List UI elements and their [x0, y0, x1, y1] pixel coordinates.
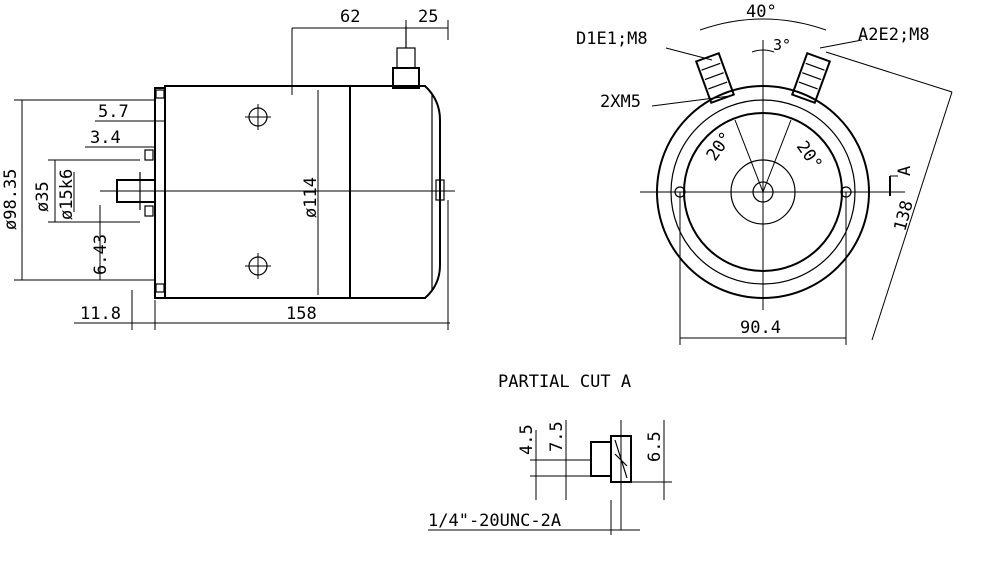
- terminal-right-label: A2E2;M8: [858, 25, 930, 45]
- leader-screws: [651, 95, 731, 107]
- dim-62-label: 62: [340, 7, 360, 27]
- bearing-mark: [144, 149, 154, 161]
- dim-45-label: 4.5: [517, 424, 537, 455]
- dim-d35-label: ø35: [33, 181, 53, 212]
- flange-corner: [155, 89, 165, 99]
- terminal-nut: [396, 47, 416, 69]
- dim-57-label: 5.7: [98, 102, 129, 122]
- end-cap-plug: [435, 179, 445, 201]
- partial-cut-view: PARTIAL CUT A 4.5 7.5 6.5 1/4"-20UNC-2A: [428, 372, 672, 535]
- mounting-screws-label: 2XM5: [600, 92, 641, 112]
- partial-cut-title: PARTIAL CUT A: [498, 372, 631, 392]
- dim-904-label: 90.4: [740, 318, 781, 338]
- dim-158-label: 158: [286, 304, 317, 324]
- dim-643-label: 6.43: [91, 234, 111, 275]
- mounting-flange: [154, 87, 166, 299]
- leader-left: [665, 47, 713, 61]
- dim-118-label: 11.8: [80, 304, 121, 324]
- dim-65-label: 6.5: [645, 431, 665, 462]
- cut-body: [590, 441, 612, 477]
- angle-40-label: 40°: [746, 2, 777, 22]
- arc-40: [699, 18, 827, 31]
- terminal-right: [790, 51, 832, 105]
- dim-d15-label: ø15k6: [57, 169, 77, 220]
- terminal-left-label: D1E1;M8: [576, 29, 648, 49]
- mounting-hole-bottom: [245, 253, 271, 279]
- mounting-hole-top: [245, 104, 271, 130]
- dim-ext-138-top: [825, 51, 953, 93]
- section-marker-label: A: [895, 166, 915, 176]
- flange-corner: [155, 283, 165, 293]
- leader-right: [819, 39, 863, 49]
- dim-d114-label: ø114: [301, 177, 321, 218]
- dim-line-138: [871, 91, 953, 341]
- dim-d98-label: ø98.35: [1, 169, 21, 230]
- side-view: 62 25 ø98.35 ø35 ø15k6 6.43 5.7 3.4 ø114…: [1, 7, 455, 330]
- angle-3-label: 3°: [773, 36, 791, 54]
- angle-ray-right: [762, 119, 792, 193]
- dim-34-label: 3.4: [90, 128, 121, 148]
- angle-20-right-label: 20°: [792, 137, 826, 174]
- bearing-mark: [144, 205, 154, 217]
- dim-25-label: 25: [418, 7, 438, 27]
- arc-3: [751, 49, 775, 53]
- thread-label: 1/4"-20UNC-2A: [428, 511, 561, 531]
- angle-ray-left: [734, 119, 764, 193]
- end-cap: [349, 85, 441, 299]
- terminal-left: [694, 51, 736, 105]
- end-view: 40° 3° D1E1;M8 A2E2;M8 2XM5 20° 20° A 13…: [576, 2, 953, 345]
- dim-138-label: 138: [891, 198, 918, 233]
- dim-75-label: 7.5: [547, 421, 567, 452]
- angle-20-left-label: 20°: [703, 128, 737, 165]
